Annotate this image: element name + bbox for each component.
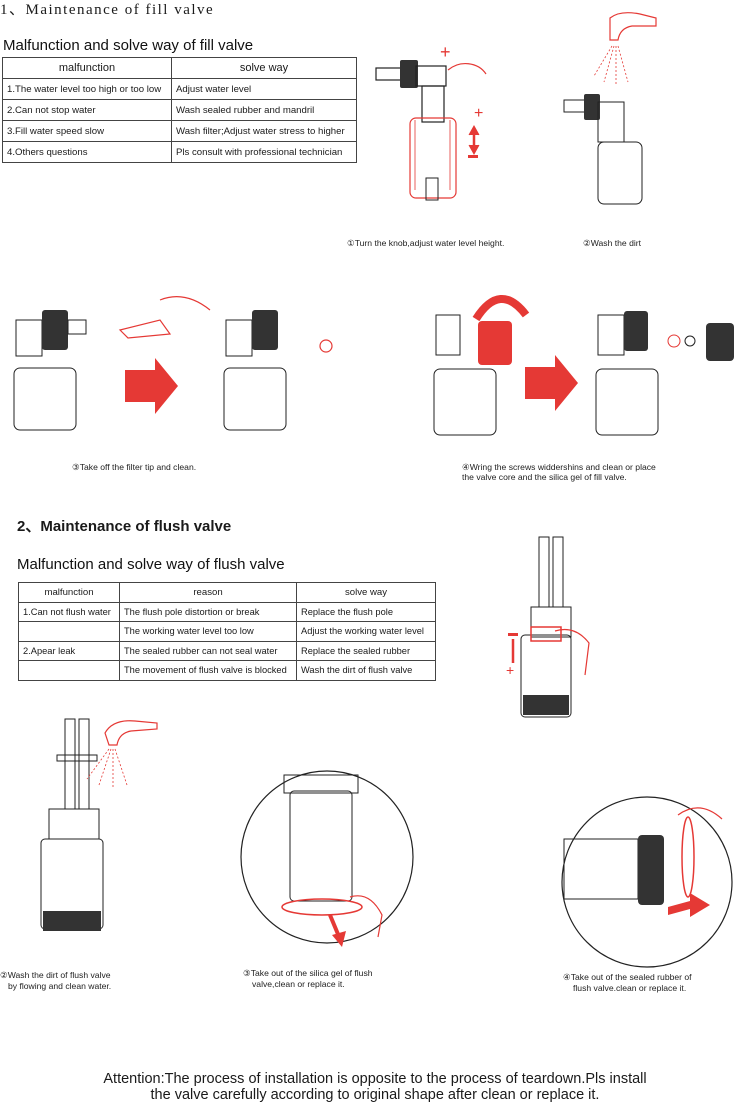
flush-valve-gel-illustration [240, 770, 414, 947]
fill-step4-caption-line1: ④Wring the screws widdershins and clean … [462, 462, 656, 472]
svg-text:+: + [440, 42, 451, 62]
table-cell: 2.Can not stop water [2, 99, 172, 121]
footer-attention-line1: Attention:The process of installation is… [103, 1071, 647, 1087]
fill-step1-caption: ①Turn the knob,adjust water level height… [347, 238, 505, 248]
svg-text:+: + [506, 662, 514, 678]
flush-step4-caption-line2: flush valve.clean or replace it. [573, 983, 687, 993]
flush-step2-caption-line2: by flowing and clean water. [8, 981, 112, 991]
table-row: The movement of flush valve is blocked W… [18, 660, 436, 681]
flush-valve-adjust-illustration: + [506, 536, 590, 718]
flush-step4-caption-line1: ④Take out of the sealed rubber of [563, 972, 692, 982]
table-cell: Wash filter;Adjust water stress to highe… [171, 120, 357, 142]
table-cell: The movement of flush valve is blocked [119, 660, 297, 681]
table-row: 1.The water level too high or too low Ad… [2, 78, 357, 100]
table-cell: Adjust water level [171, 78, 357, 100]
fill-step2-caption: ②Wash the dirt [583, 238, 642, 248]
fill-valve-wring-illustration [433, 295, 734, 436]
table-header-row: malfunction reason solve way [18, 582, 436, 603]
table-cell: Adjust the working water level [296, 621, 436, 642]
table-cell: 4.Others questions [2, 141, 172, 163]
fill-valve-table: malfunction solve way 1.The water level … [2, 57, 357, 163]
column-header: solve way [171, 57, 357, 79]
fill-valve-adjust-illustration: + + [375, 42, 487, 201]
flush-valve-table-title: Malfunction and solve way of flush valve [17, 556, 285, 573]
footer-attention-line2: the valve carefully according to origina… [150, 1087, 600, 1103]
fill-valve-filter-illustration [13, 296, 333, 431]
table-cell: The flush pole distortion or break [119, 601, 297, 622]
table-cell: 2.Apear leak [18, 640, 120, 661]
fill-step4-caption-line2: the valve core and the silica gel of fil… [462, 472, 627, 482]
table-row: 1.Can not flush water The flush pole dis… [18, 601, 436, 622]
table-cell: Wash the dirt of flush valve [296, 660, 436, 681]
table-cell: 3.Fill water speed slow [2, 120, 172, 142]
table-cell: Pls consult with professional technician [171, 141, 357, 163]
table-header-row: malfunction solve way [2, 57, 357, 79]
flush-valve-heading: 2、Maintenance of flush valve [17, 518, 232, 535]
table-row: 2.Apear leak The sealed rubber can not s… [18, 640, 436, 661]
column-header: solve way [296, 582, 436, 603]
table-row: 4.Others questions Pls consult with prof… [2, 141, 357, 163]
table-cell: 1.The water level too high or too low [2, 78, 172, 100]
table-cell [18, 660, 120, 681]
svg-text:+: + [474, 105, 483, 122]
column-header: reason [119, 582, 297, 603]
table-cell: The sealed rubber can not seal water [119, 640, 297, 661]
flush-step3-caption-line1: ③Take out of the silica gel of flush [243, 968, 373, 978]
fill-step3-caption: ③Take off the filter tip and clean. [72, 462, 197, 472]
fill-valve-table-title: Malfunction and solve way of fill valve [3, 37, 254, 54]
table-cell: Wash sealed rubber and mandril [171, 99, 357, 121]
fill-valve-wash-illustration [563, 12, 657, 205]
column-header: malfunction [18, 582, 120, 603]
table-cell: Replace the flush pole [296, 601, 436, 622]
table-row: 3.Fill water speed slow Wash filter;Adju… [2, 120, 357, 142]
table-cell [18, 621, 120, 642]
flush-step2-caption-line1: ②Wash the dirt of flush valve [0, 970, 111, 980]
column-header: malfunction [2, 57, 172, 79]
fill-valve-heading: 1、Maintenance of fill valve [0, 2, 215, 18]
flush-valve-wash-illustration [40, 718, 158, 931]
flush-valve-table: malfunction reason solve way 1.Can not f… [18, 582, 436, 681]
table-cell: 1.Can not flush water [18, 601, 120, 622]
table-cell: Replace the sealed rubber [296, 640, 436, 661]
table-row: 2.Can not stop water Wash sealed rubber … [2, 99, 357, 121]
table-cell: The working water level too low [119, 621, 297, 642]
flush-step3-caption-line2: valve,clean or replace it. [252, 979, 345, 989]
flush-valve-rubber-illustration [561, 796, 733, 968]
table-row: The working water level too low Adjust t… [18, 621, 436, 642]
